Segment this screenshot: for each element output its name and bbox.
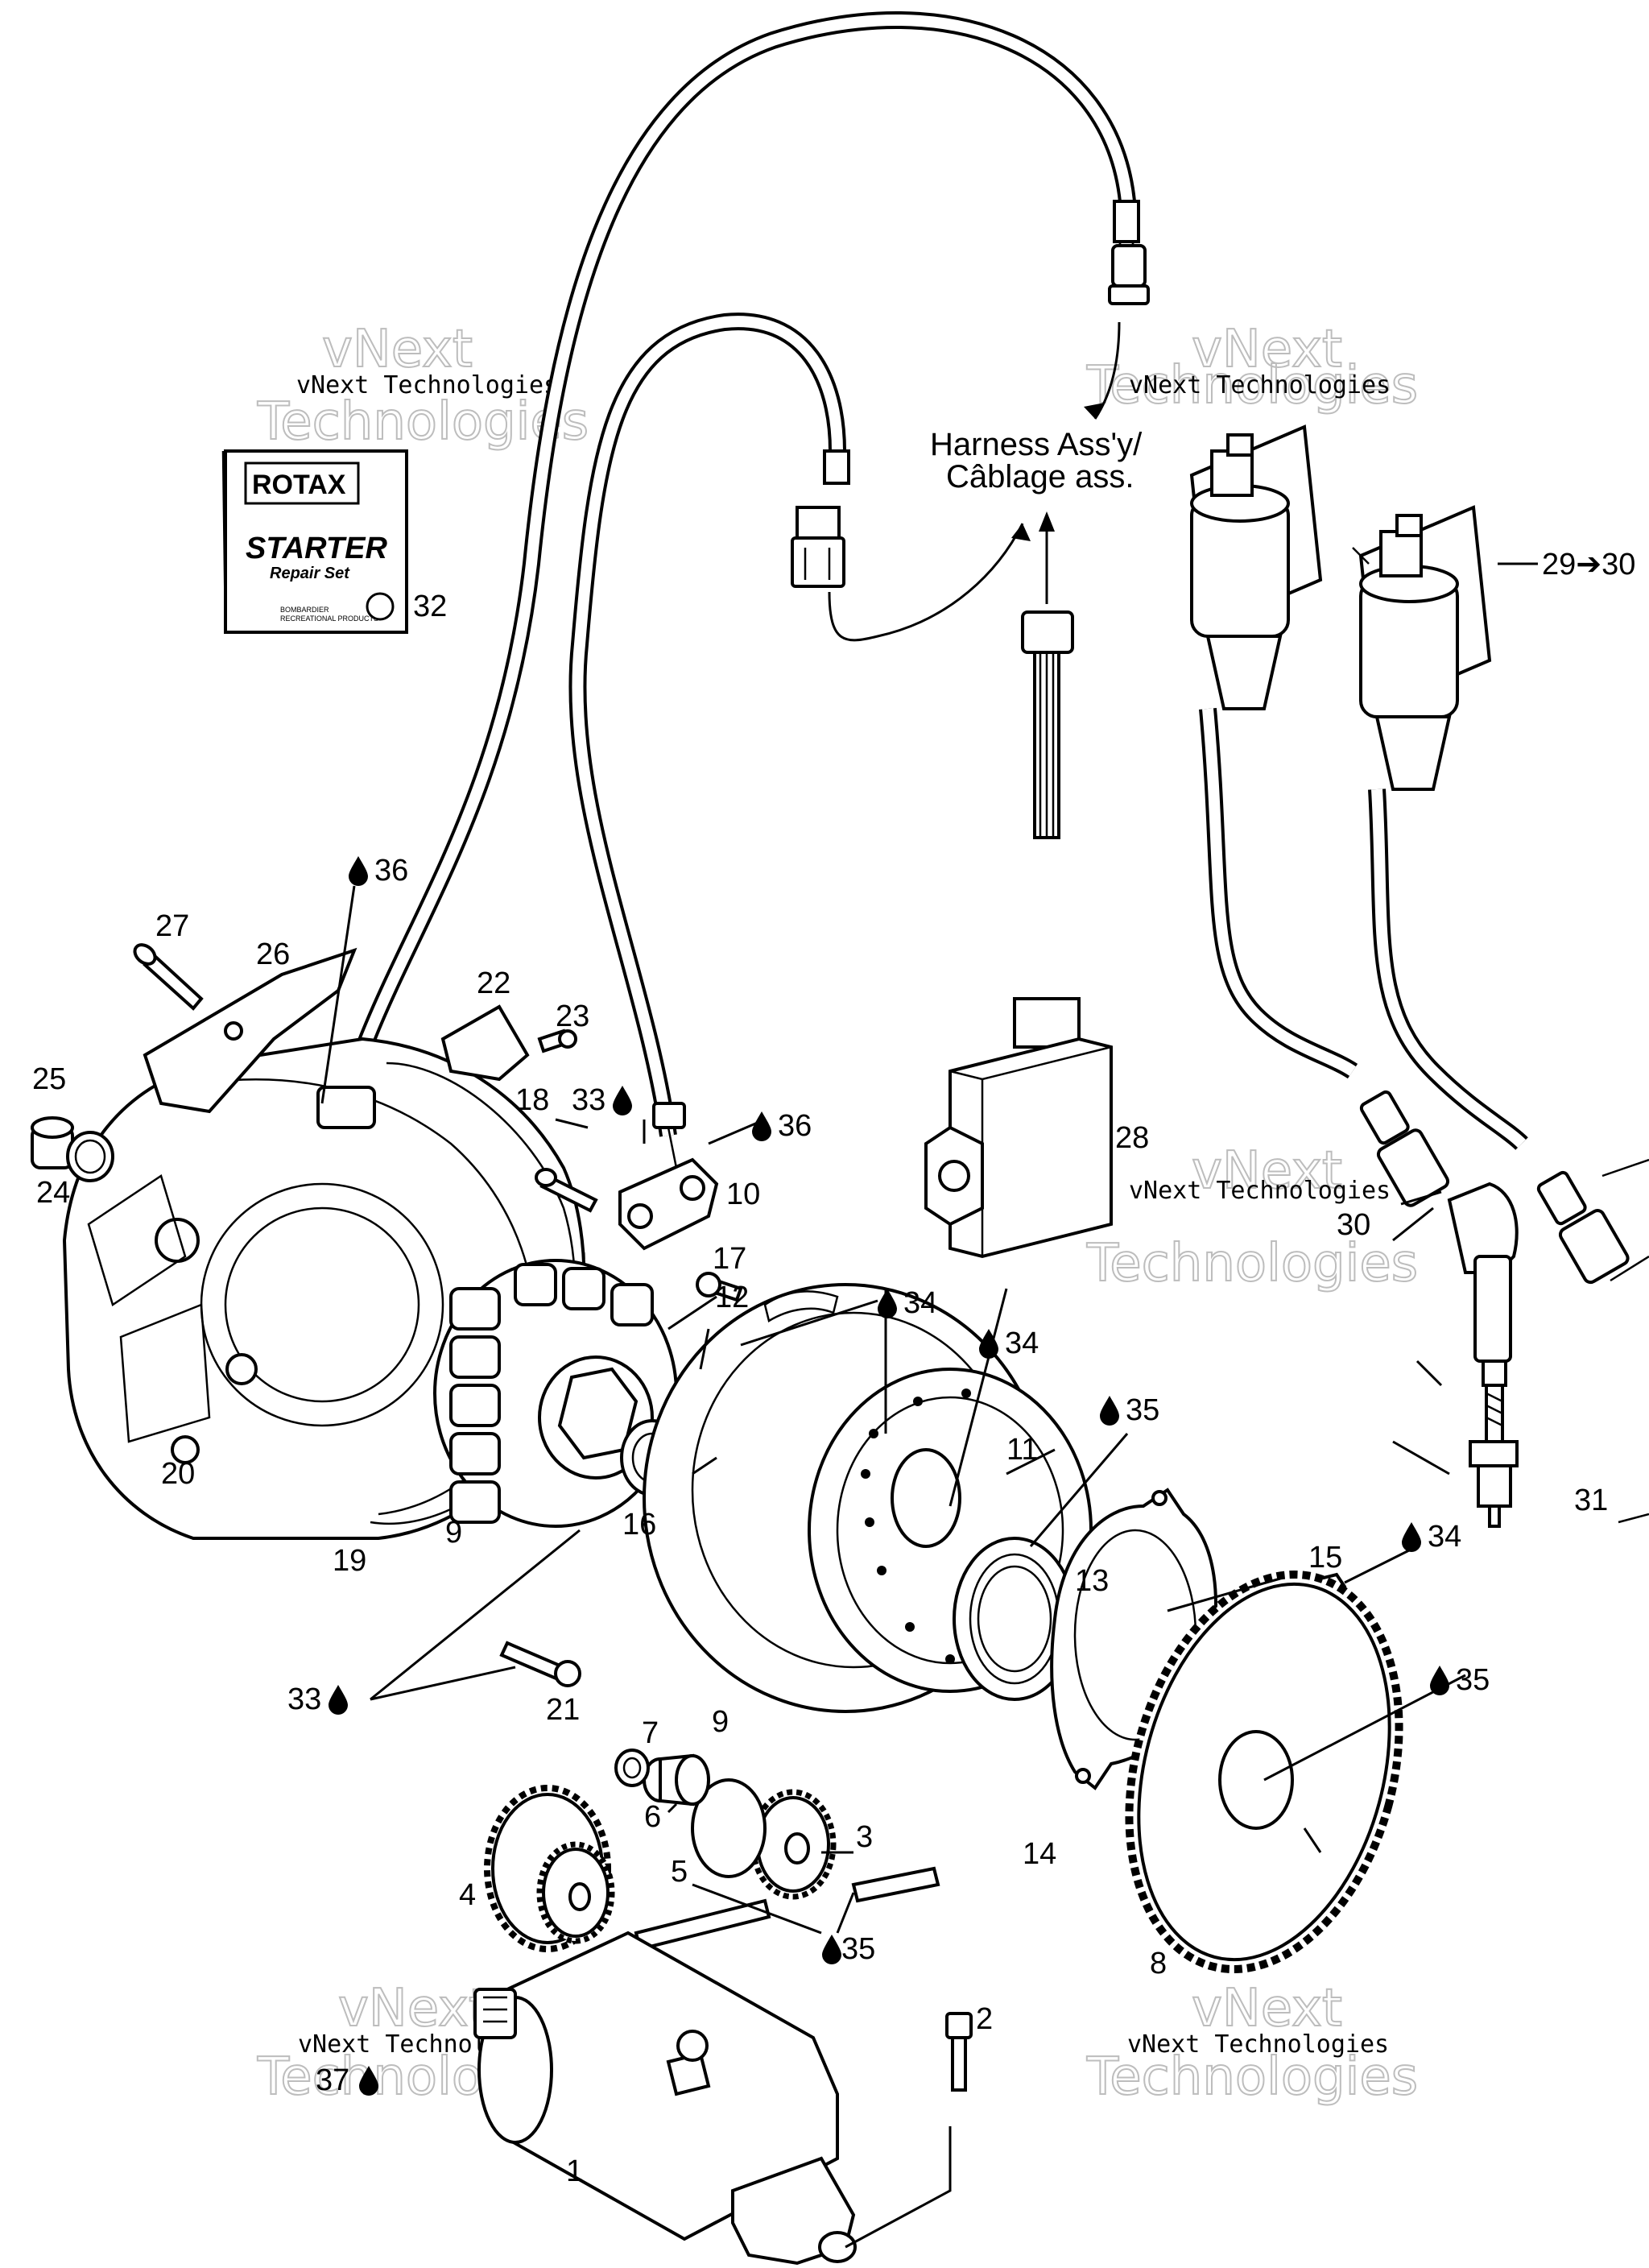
callout-28: 28 [1115, 1121, 1149, 1155]
manual-maker-sub: RECREATIONAL PRODUCTS [280, 615, 378, 623]
flywheel [643, 1283, 1093, 1713]
watermark-mid-right: vNext Technologies vNext Technologies [1085, 1140, 1419, 1294]
callout-26: 26 [256, 937, 290, 971]
callout-9-stator: 9 [445, 1516, 462, 1550]
callout-21: 21 [546, 1693, 580, 1727]
callout-34-a: 34 [903, 1286, 937, 1320]
callout-15: 15 [1308, 1541, 1342, 1575]
callout-23: 23 [556, 999, 589, 1033]
lubricant-drop-icon [349, 856, 368, 886]
callout-30: 30 [1337, 1208, 1370, 1242]
callout-29-to-30: 29➔30 [1542, 548, 1635, 581]
ring-gear [1125, 1570, 1403, 1974]
harness-wires [329, 11, 1150, 1138]
bolt-12 [696, 1272, 743, 1302]
bolt-21 [499, 1641, 581, 1687]
callout-13: 13 [1075, 1564, 1109, 1598]
callout-19: 19 [333, 1544, 366, 1578]
callout-17: 17 [713, 1242, 746, 1276]
spark-plug-assembly [1359, 1090, 1649, 1528]
callout-11: 11 [1006, 1433, 1038, 1467]
callout-32: 32 [413, 590, 447, 623]
lubricant-drop-icon [752, 1111, 771, 1141]
callout-35-a: 35 [1126, 1393, 1159, 1427]
callout-34-b: 34 [1005, 1326, 1039, 1360]
starter-repair-manual: ROTAX STARTER Repair Set BOMBARDIER RECR… [221, 449, 408, 634]
watermark-top-right: vNext Technologies vNext Technologies [1085, 319, 1419, 416]
svg-text:vNext Technologies: vNext Technologies [1127, 2030, 1389, 2059]
callout-25: 25 [32, 1062, 66, 1096]
callout-7: 7 [642, 1716, 659, 1750]
callout-22: 22 [477, 966, 510, 1000]
screw-18 [535, 1168, 598, 1213]
gear-logo-icon [366, 592, 395, 621]
callout-37: 37 [316, 2063, 349, 2097]
callout-36-b: 36 [778, 1109, 812, 1143]
starter-gears [484, 1749, 940, 1952]
lubricant-drop-icon [613, 1086, 632, 1115]
svg-text:vNext: vNext [1192, 1141, 1342, 1201]
svg-text:Technologies: Technologies [257, 392, 589, 452]
watermark-bottom-right: vNext Technologies vNext Technologies [1085, 1978, 1419, 2108]
svg-text:Technologies: Technologies [1086, 2047, 1418, 2107]
callout-36-a: 36 [374, 854, 408, 888]
callout-35-c: 35 [841, 1932, 875, 1966]
callout-34-c: 34 [1428, 1520, 1461, 1554]
callout-9-flywheel: 9 [712, 1705, 729, 1739]
stator [433, 1259, 684, 1528]
lubricant-drop-icon [329, 1685, 348, 1715]
ignition-coils [1189, 424, 1538, 1151]
callout-35-b: 35 [1456, 1663, 1490, 1697]
manual-maker: BOMBARDIER [280, 606, 329, 614]
callout-5: 5 [671, 1855, 688, 1889]
leader-lines [320, 885, 1466, 2249]
svg-text:Technologies: Technologies [1086, 356, 1418, 416]
lubricant-drop-icon [1100, 1396, 1119, 1426]
cdi-module [924, 610, 1113, 1259]
manual-brand: ROTAX [252, 470, 346, 500]
watermark-top-left: vNext Technologies vNext Technologies [256, 319, 589, 453]
callout-14: 14 [1023, 1837, 1056, 1871]
svg-text:vNext Technologies: vNext Technologies [1129, 371, 1391, 399]
callout-10: 10 [726, 1177, 760, 1211]
callout-8: 8 [1150, 1947, 1167, 1980]
svg-text:vNext: vNext [338, 1979, 489, 2038]
harness-label-line2: Câblage ass. [946, 459, 1134, 495]
callout-24: 24 [36, 1176, 70, 1210]
starter-motor [473, 1931, 973, 2266]
trigger-coil [618, 1102, 719, 1251]
callout-16: 16 [622, 1508, 656, 1542]
harness-label-line1: Harness Ass'y/ [930, 427, 1143, 462]
callout-20: 20 [161, 1457, 195, 1491]
lubricant-drop-icon [822, 1935, 841, 1964]
cover-plate-22 [440, 1004, 577, 1082]
callout-27: 27 [155, 909, 189, 943]
lubricant-drop-icon [1402, 1522, 1421, 1552]
callout-18: 18 [515, 1083, 549, 1117]
svg-text:vNext: vNext [1192, 320, 1342, 379]
svg-text:vNext: vNext [1192, 1979, 1342, 2038]
manual-title: STARTER [246, 532, 387, 565]
svg-text:Technologies: Technologies [1086, 1234, 1418, 1293]
callout-3: 3 [856, 1820, 873, 1854]
callout-12: 12 [715, 1281, 749, 1314]
callout-1: 1 [566, 2154, 583, 2188]
callout-4: 4 [459, 1878, 476, 1912]
svg-text:vNext Technologies: vNext Technologies [1129, 1177, 1391, 1205]
svg-text:vNext Technologies: vNext Technologies [296, 371, 558, 399]
callout-31: 31 [1574, 1484, 1608, 1517]
callout-2: 2 [976, 2002, 993, 2036]
lubricant-drop-icon [1430, 1666, 1449, 1695]
svg-text:vNext: vNext [322, 320, 473, 379]
manual-subtitle: Repair Set [270, 565, 350, 582]
callouts: 1 2 3 4 5 6 7 8 9 9 10 11 12 13 14 15 16… [32, 548, 1635, 2188]
callout-33-upper: 33 [572, 1083, 605, 1117]
callout-6: 6 [644, 1800, 661, 1834]
callout-33-lower: 33 [287, 1682, 321, 1716]
